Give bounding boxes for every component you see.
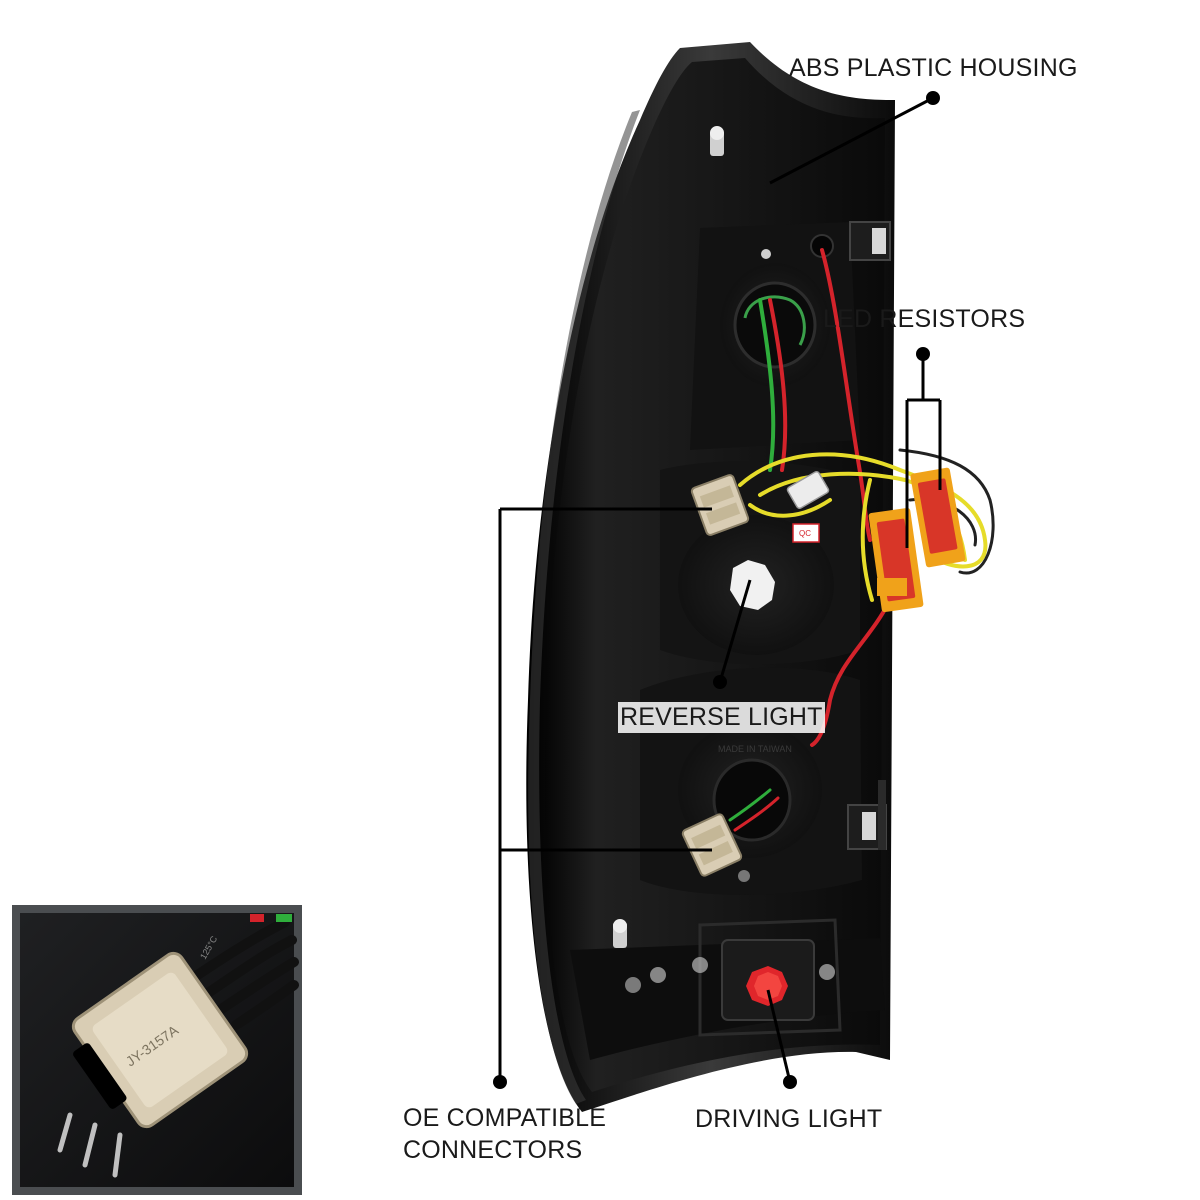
made-in-marking: MADE IN TAIWAN [718, 744, 792, 754]
inline-plug [786, 470, 830, 510]
connector-closeup-inset: 125°C JY-3157A [12, 905, 302, 1195]
dot-oe-connectors [493, 1075, 507, 1089]
driving-light-base [570, 918, 885, 1060]
led-resistors [868, 467, 966, 613]
callout-leaders [498, 96, 942, 1083]
qc-label: QC [799, 529, 811, 538]
label-oe-connectors-line2: CONNECTORS [403, 1136, 583, 1164]
dot-driving-light [783, 1075, 797, 1089]
qc-sticker: QC [792, 523, 820, 543]
reverse-bulb-socket [730, 560, 775, 610]
wiring-harness [728, 248, 995, 832]
oe-connector-upper [690, 474, 750, 536]
label-reverse-light: REVERSE LIGHT [618, 702, 825, 733]
leader-abs-housing [769, 96, 934, 185]
mounting-studs [613, 126, 724, 948]
dot-abs-housing [926, 91, 940, 105]
leader-driving-light [766, 989, 792, 1083]
mounting-clips [847, 221, 891, 850]
dot-reverse-light [713, 675, 727, 689]
label-led-resistors: LED RESISTORS [823, 305, 1026, 333]
label-abs-housing: ABS PLASTIC HOUSING [789, 54, 1078, 82]
harness-connectors: QC [681, 470, 830, 877]
label-oe-connectors-line1: OE COMPATIBLE [403, 1104, 607, 1132]
leader-reverse-light [718, 579, 752, 683]
callout-dots [493, 91, 940, 1089]
reverse-light-pod [660, 461, 860, 665]
oe-connector-lower [681, 813, 743, 877]
dot-led-resistors [916, 347, 930, 361]
label-driving-light: DRIVING LIGHT [695, 1105, 883, 1133]
